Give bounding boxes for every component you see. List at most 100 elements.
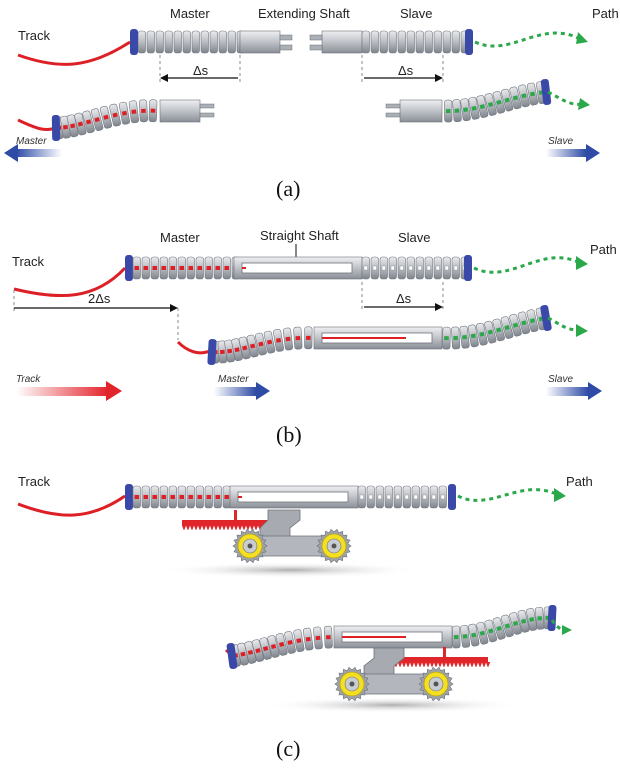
segment-marker: [240, 651, 246, 657]
end-cap-shape: [207, 338, 217, 366]
segment-marker: [496, 99, 502, 105]
segment-marker: [463, 107, 469, 113]
slave-label: Slave: [400, 6, 433, 21]
segment-marker: [275, 338, 282, 343]
master-robot-bent: [207, 326, 313, 366]
delta-s-label: Δs: [398, 63, 414, 78]
segment-marker: [462, 634, 468, 639]
body-segment: [182, 30, 191, 54]
segment-marker: [179, 495, 184, 499]
segment-marker: [495, 327, 502, 333]
segment-marker: [377, 494, 382, 500]
body-segment: [361, 30, 370, 54]
body-segment: [397, 30, 406, 54]
end-cap: [125, 484, 133, 510]
body-segment: [74, 112, 87, 136]
segment-marker: [445, 109, 451, 114]
slave-robot-bent: [444, 78, 552, 123]
segment-marker: [85, 119, 92, 125]
segment-marker: [170, 266, 175, 270]
segment-marker: [488, 628, 494, 634]
body-segment: [460, 98, 471, 122]
body-segment: [209, 30, 218, 54]
master-motion-arrow: [16, 149, 62, 157]
body-segment: [424, 30, 433, 54]
caption-a: (a): [276, 176, 300, 201]
segment-marker: [152, 495, 157, 499]
body-segment: [146, 30, 155, 54]
caption-b: (b): [276, 422, 302, 447]
segment-marker: [404, 494, 409, 500]
segment-marker: [470, 333, 476, 339]
body-segment: [164, 30, 173, 54]
segment-marker: [453, 335, 459, 341]
segment-marker: [413, 494, 418, 500]
master-motion-arrow: [214, 387, 256, 396]
segment-marker: [435, 265, 440, 271]
slave-robot-bent: [451, 604, 557, 649]
wheel-left: [334, 666, 370, 702]
track-label: Track: [18, 28, 51, 43]
segment-marker: [278, 641, 285, 647]
body-segment: [500, 614, 514, 638]
segment-marker: [471, 105, 477, 111]
segment-marker: [479, 104, 486, 109]
segment-marker: [255, 648, 261, 654]
master-label: Master: [160, 230, 200, 245]
body-segment: [451, 625, 461, 649]
master-robot: [137, 30, 245, 54]
body-segment: [218, 30, 227, 54]
segment-marker: [529, 91, 536, 97]
track-motion-arrow: [16, 387, 108, 396]
body-segment: [484, 619, 498, 643]
body-segment: [200, 30, 209, 54]
body-segment: [293, 629, 305, 653]
track-curve: [17, 494, 126, 517]
segment-marker: [444, 336, 449, 341]
segment-marker: [296, 638, 302, 644]
body-segment: [267, 635, 280, 658]
body-segment: [451, 30, 460, 54]
path-curve: [547, 316, 579, 332]
end-cap: [547, 604, 557, 632]
segment-marker: [368, 494, 373, 500]
end-cap: [207, 338, 217, 366]
segment-marker: [287, 640, 293, 645]
segment-marker: [77, 121, 84, 127]
body-segment: [173, 30, 182, 54]
slave-arrow-label: Slave: [548, 136, 573, 147]
segment-marker: [520, 618, 527, 624]
segment-marker: [224, 266, 229, 270]
segment-marker: [306, 335, 311, 340]
body-segment: [313, 626, 323, 650]
body-segment: [231, 338, 243, 362]
body-segment: [284, 631, 296, 654]
rack-bar: [390, 657, 488, 662]
carriage-mount: [363, 647, 405, 677]
segment-marker: [395, 494, 400, 500]
body-segment: [138, 99, 148, 123]
segment-marker: [295, 335, 301, 341]
segment-marker: [440, 494, 445, 500]
body-segment: [509, 612, 522, 635]
segment-marker: [512, 95, 519, 101]
body-segment: [388, 30, 397, 54]
body-segment: [118, 101, 130, 125]
end-cap: [465, 29, 473, 55]
body-segment: [66, 114, 79, 138]
segment-marker: [250, 343, 256, 349]
segment-marker: [431, 494, 436, 500]
body-segment: [492, 91, 506, 114]
end-cap-shape: [547, 604, 557, 632]
segment-marker: [266, 339, 273, 345]
end-cap: [125, 255, 133, 281]
segment-marker: [258, 341, 264, 347]
master-arrow-label: Master: [16, 136, 47, 147]
body-segment: [500, 88, 514, 112]
track-label: Track: [12, 254, 45, 269]
segment-marker: [521, 320, 527, 326]
body-segment: [370, 30, 379, 54]
segment-marker: [372, 265, 377, 271]
wheel-left: [232, 528, 268, 564]
